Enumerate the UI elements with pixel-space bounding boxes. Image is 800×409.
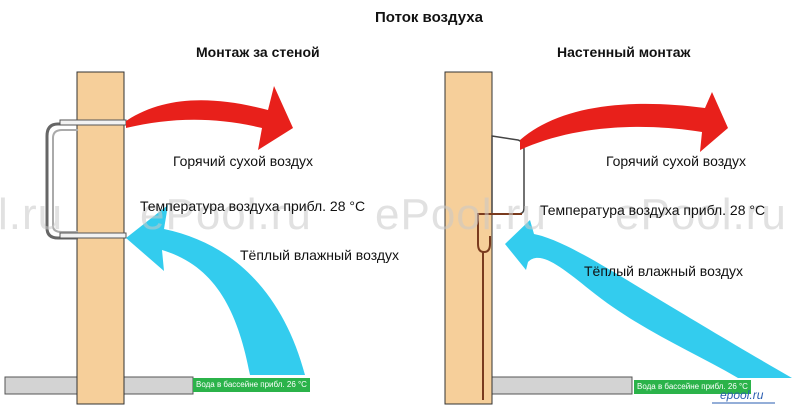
right-temp-label: Температура воздуха прибл. 28 °C: [540, 202, 766, 218]
site-logo: epool.ru: [720, 388, 764, 402]
diagram-title: Поток воздуха: [375, 9, 483, 26]
left-hot-air-label: Горячий сухой воздух: [173, 153, 313, 169]
left-lower-duct: [59, 232, 127, 239]
right-heading: Настенный монтаж: [557, 44, 691, 60]
left-pool-note: Вода в бассейне прибл. 26 °C: [193, 378, 310, 392]
right-pool-edge: [491, 376, 633, 395]
right-warm-air-label: Тёплый влажный воздух: [584, 263, 743, 279]
watermark-1: l.ru: [0, 190, 64, 239]
watermark-3: ePool.ru: [375, 190, 547, 239]
watermark-4: ePool.ru: [615, 190, 787, 239]
right-hot-air-arrow: [520, 92, 728, 152]
right-warm-air-arrow: [505, 220, 792, 378]
left-heading: Монтаж за стеной: [196, 44, 320, 60]
right-hot-air-label: Горячий сухой воздух: [606, 153, 746, 169]
watermark-2: ePool.ru: [140, 190, 312, 239]
right-pool-note: Вода в бассейне прибл. 26 °C: [634, 380, 751, 394]
left-upper-duct: [59, 119, 127, 126]
left-warm-air-label: Тёплый влажный воздух: [240, 247, 399, 263]
right-wall: [444, 71, 493, 405]
left-hot-air-arrow: [126, 86, 293, 150]
left-duct-unit: [45, 122, 78, 240]
left-warm-air-arrow: [126, 205, 305, 375]
left-temp-label: Температура воздуха прибл. 28 °C: [140, 198, 366, 214]
